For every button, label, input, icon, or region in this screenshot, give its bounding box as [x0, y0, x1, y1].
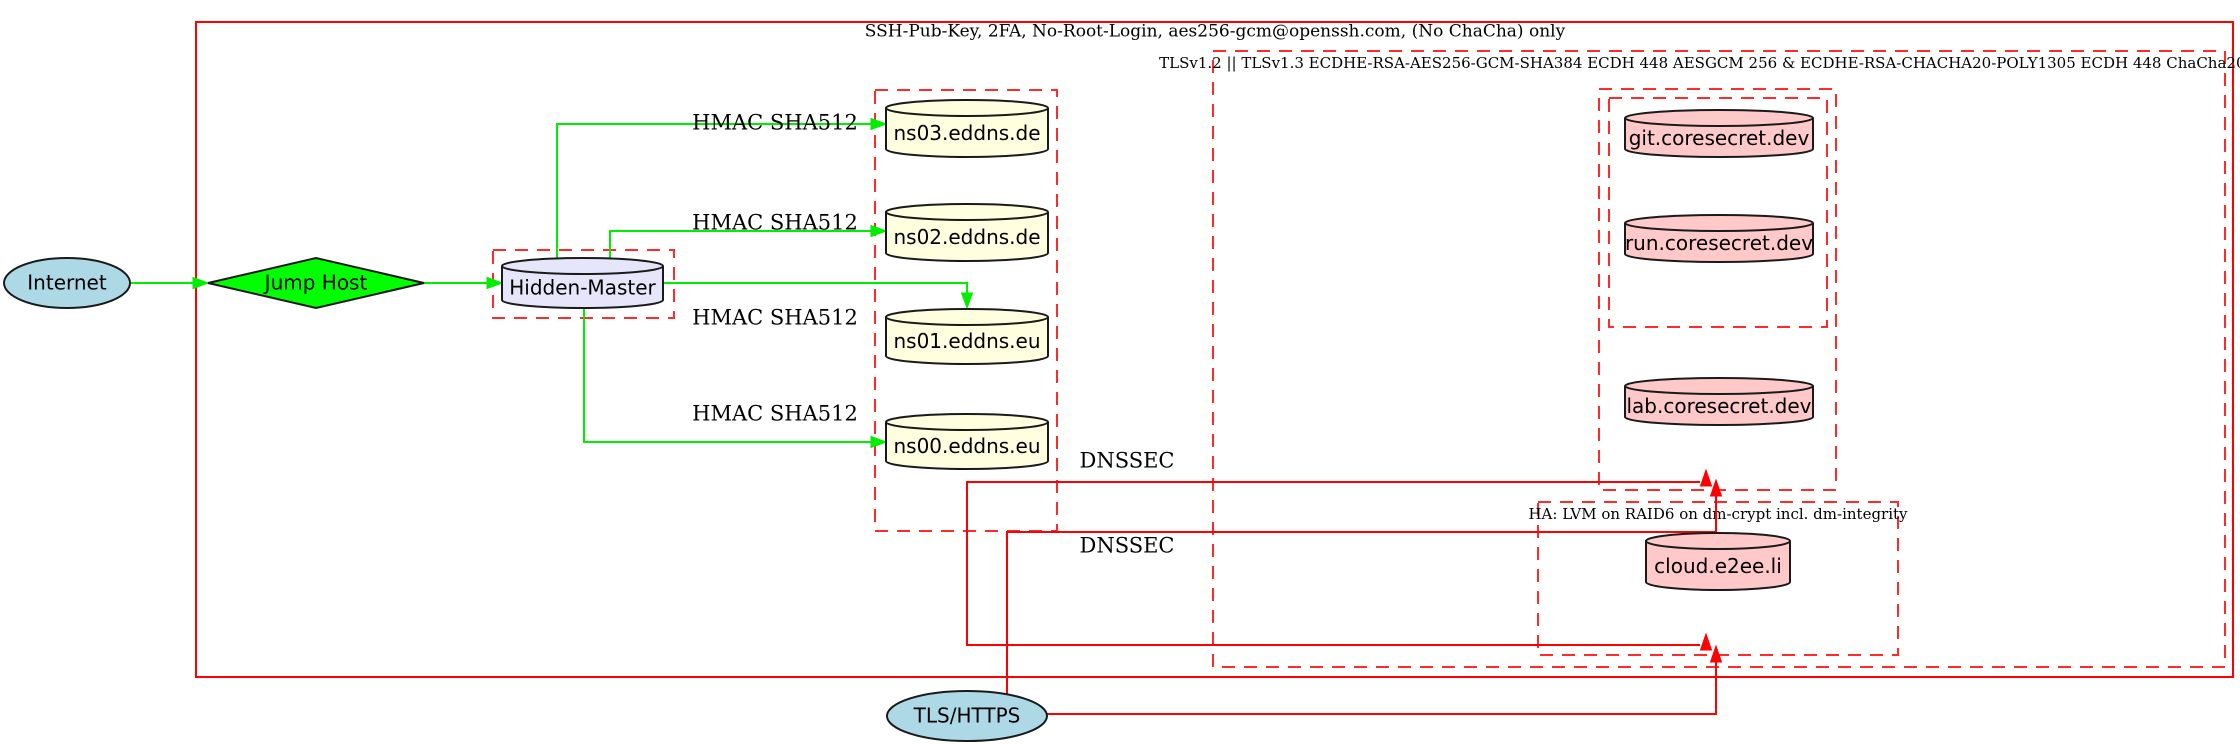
edge-arrowhead-internet-to-jumphost — [192, 276, 210, 290]
edge-hiddenmaster-to-ns02 — [609, 230, 872, 258]
node-label-run-coresecret: run.coresecret.dev — [1625, 231, 1813, 255]
edge-arrowhead-tls-to-coresecret — [1709, 478, 1723, 497]
node-ns02-cylinder-lid — [885, 211, 1049, 221]
edge-arrowhead-dnssec-to-e2ee — [1699, 632, 1713, 651]
edge-tls-to-e2ee — [1047, 662, 1717, 715]
cluster-label-tls-boundary: TLSv1.2 || TLSv1.3 ECDHE-RSA-AES256-GCM-… — [1159, 54, 2240, 72]
cluster-label-ha-cluster: HA: LVM on RAID6 on dm-crypt incl. dm-in… — [1528, 505, 1908, 523]
node-label-lab-coresecret: lab.coresecret.dev — [1626, 394, 1811, 418]
edge-arrowhead-jumphost-to-hiddenmaster — [486, 276, 504, 290]
node-git-coresecret-cylinder-lid — [1624, 117, 1814, 127]
edge-tls-to-coresecret — [1006, 496, 1717, 695]
cluster-ssh-boundary — [195, 21, 2234, 678]
edge-arrowhead-tls-to-e2ee — [1709, 644, 1723, 663]
node-ns00 — [885, 413, 1049, 470]
edge-hiddenmaster-to-ns03 — [556, 123, 872, 258]
node-label-internet: Internet — [27, 271, 107, 295]
node-label-ns01: ns01.eddns.eu — [893, 329, 1040, 353]
hmac-label-ns00: HMAC SHA512 — [692, 402, 858, 426]
edge-arrowhead-hiddenmaster-to-ns01 — [960, 292, 974, 310]
node-ns00-cylinder-lid — [885, 421, 1049, 431]
edge-arrowhead-hiddenmaster-to-ns00 — [870, 435, 888, 449]
edge-arrowhead-hiddenmaster-to-ns02 — [870, 224, 888, 238]
node-label-jump-host: Jump Host — [263, 271, 368, 295]
node-git-coresecret — [1624, 109, 1814, 158]
hmac-label-ns03: HMAC SHA512 — [692, 111, 858, 135]
node-label-ns00: ns00.eddns.eu — [893, 434, 1040, 458]
node-lab-coresecret — [1624, 377, 1814, 426]
node-label-ns02: ns02.eddns.de — [893, 225, 1040, 249]
edge-hiddenmaster-to-ns01 — [663, 282, 968, 294]
node-jump-host — [207, 256, 425, 310]
node-ns03-cylinder-lid — [885, 107, 1049, 117]
edge-arrowhead-hiddenmaster-to-ns03 — [870, 117, 888, 131]
node-cloud-e2ee-cylinder-lid — [1645, 540, 1791, 550]
edge-dnssec-to-e2ee — [966, 531, 1700, 646]
cluster-label-ssh-boundary: SSH-Pub-Key, 2FA, No-Root-Login, aes256-… — [865, 22, 1566, 42]
node-label-tls-https: TLS/HTTPS — [913, 704, 1021, 728]
cluster-tls-boundary — [1212, 50, 2226, 668]
node-label-ns03: ns03.eddns.de — [893, 121, 1040, 145]
edge-dnssec-to-coresecret — [966, 481, 1700, 531]
dnssec-label-1: DNSSEC — [1079, 449, 1174, 473]
node-lab-coresecret-cylinder-lid — [1624, 385, 1814, 395]
node-hidden-master-cylinder-lid — [501, 265, 664, 275]
node-label-hidden-master: Hidden-Master — [509, 276, 656, 300]
node-hidden-master — [501, 257, 664, 309]
edge-hiddenmaster-to-ns00 — [583, 306, 872, 443]
edge-arrowhead-dnssec-to-coresecret — [1699, 468, 1713, 487]
node-tls-https — [886, 690, 1048, 742]
node-ns01-cylinder-lid — [885, 316, 1049, 326]
node-run-coresecret-cylinder-lid — [1624, 222, 1814, 232]
node-run-coresecret — [1624, 214, 1814, 263]
cluster-coresecret-inner — [1608, 97, 1828, 328]
hmac-label-ns01: HMAC SHA512 — [692, 306, 858, 330]
node-label-cloud-e2ee: cloud.e2ee.li — [1654, 554, 1782, 578]
node-label-git-coresecret: git.coresecret.dev — [1629, 126, 1810, 150]
node-ns01 — [885, 308, 1049, 365]
dnssec-label-2: DNSSEC — [1079, 534, 1174, 558]
hmac-label-ns02: HMAC SHA512 — [692, 211, 858, 235]
node-internet — [3, 257, 131, 309]
